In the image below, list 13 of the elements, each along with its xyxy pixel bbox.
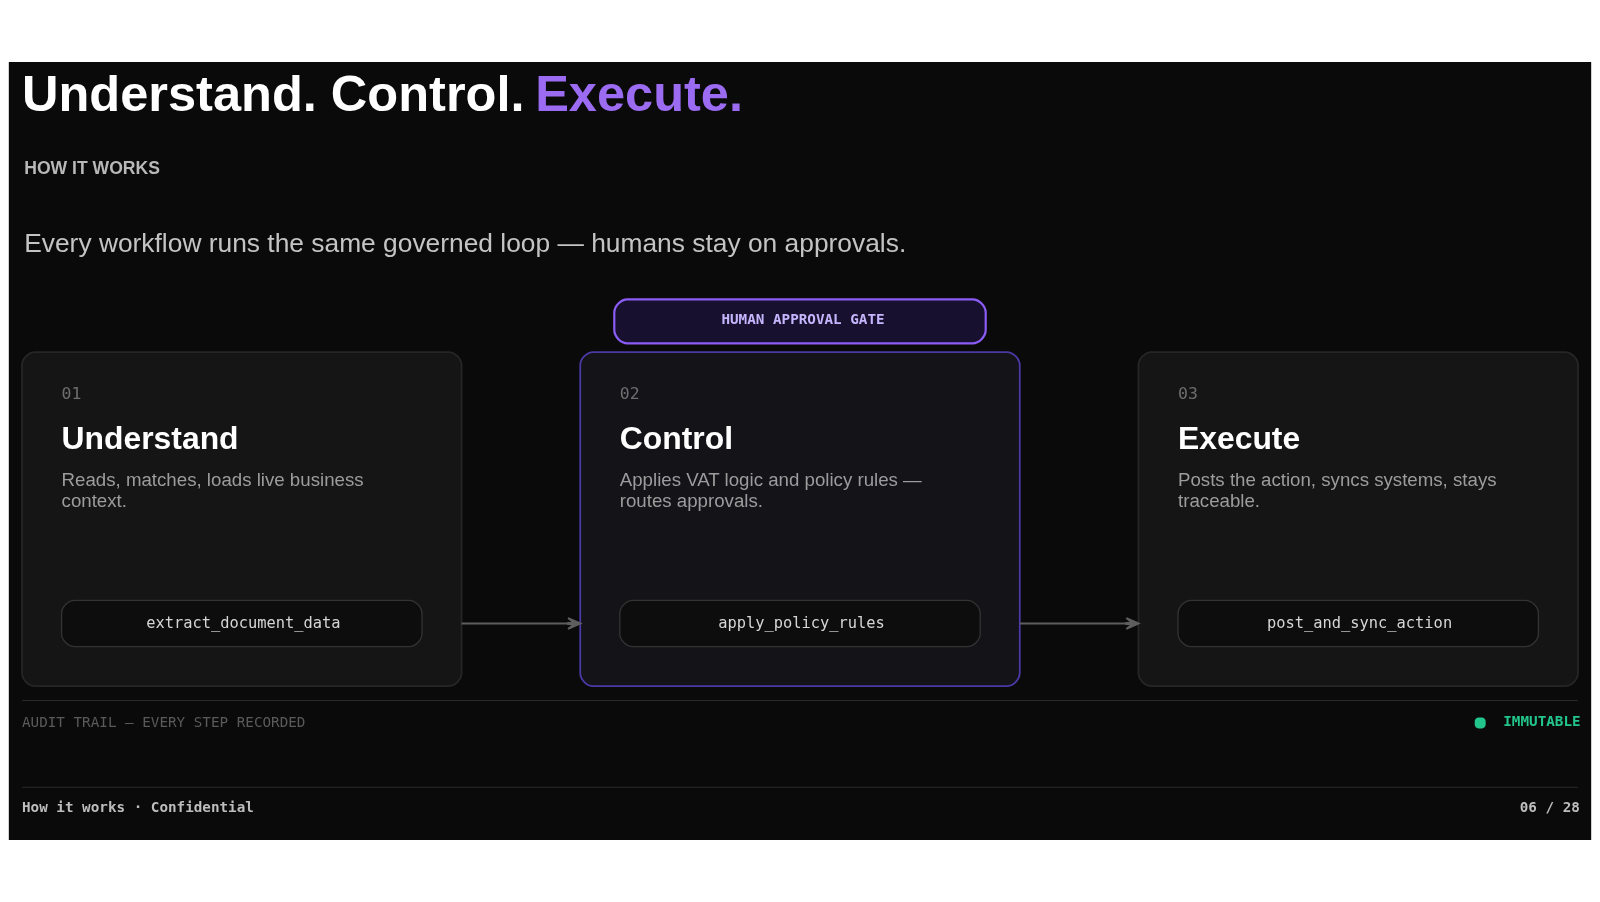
label: HOW IT WORKS <box>24 157 160 178</box>
node-box: HUMAN APPROVAL GATE <box>613 298 987 345</box>
arrow <box>1018 617 1140 630</box>
arrow <box>460 617 582 630</box>
legend-label: IMMUTABLE <box>1503 712 1581 729</box>
diagram-title: Understand. Control. Execute. <box>22 64 744 122</box>
node-box: post_and_sync_action <box>1177 599 1540 648</box>
node-box: apply_policy_rules <box>619 599 981 648</box>
label: 06 / 28 <box>1519 799 1580 816</box>
label: AUDIT TRAIL — EVERY STEP RECORDED <box>22 713 306 730</box>
node-box: extract_document_data <box>60 599 423 648</box>
label: How it works · Confidential <box>22 799 254 816</box>
label: Every workflow runs the same governed loop — humans stay on approvals. <box>24 227 907 258</box>
